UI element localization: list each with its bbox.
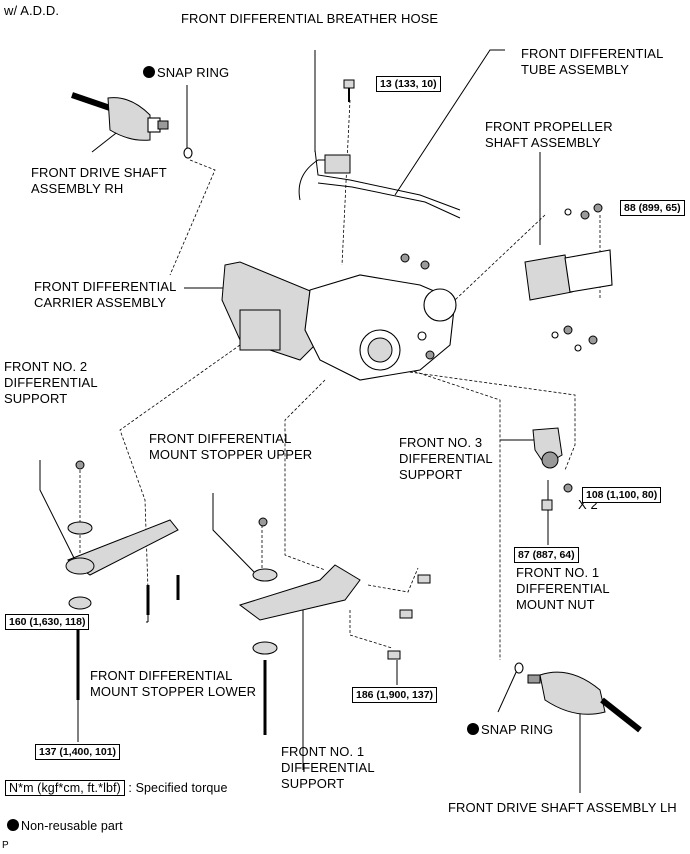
legend-unit-desc: : Specified torque [128, 781, 228, 795]
carrier-label: FRONT DIFFERENTIAL CARRIER ASSEMBLY [34, 279, 177, 310]
stopper-lower-label: FRONT DIFFERENTIAL MOUNT STOPPER LOWER [90, 668, 257, 699]
breather-hose-and-tube [298, 149, 461, 219]
torque-186: 186 (1,900, 137) [352, 687, 438, 703]
legend-unit-box: N*m (kgf*cm, ft.*lbf) [5, 780, 125, 796]
legend-torque: N*m (kgf*cm, ft.*lbf) : Specified torque [5, 780, 228, 796]
x2-label: X 2 [578, 497, 598, 512]
shaft-lh-label: FRONT DRIVE SHAFT ASSEMBLY LH [448, 800, 677, 815]
torque-160: 160 (1,630, 118) [5, 614, 90, 630]
torque-87: 87 (887, 64) [514, 547, 579, 563]
tube-assembly-label: FRONT DIFFERENTIAL TUBE ASSEMBLY [521, 46, 664, 77]
no3-support [532, 427, 573, 511]
torque-108: 108 (1,100, 80) [582, 487, 662, 503]
no1-support [238, 517, 431, 735]
torque-13: 13 (133, 10) [376, 76, 441, 92]
no2-support-label: FRONT NO. 2 DIFFERENTIAL SUPPORT [4, 359, 98, 406]
snap-ring-bottom-text: SNAP RING [481, 722, 554, 737]
torque-88: 88 (899, 65) [620, 200, 685, 216]
no1-support-label: FRONT NO. 1 DIFFERENTIAL SUPPORT [281, 744, 375, 791]
legend-nonreusable: Non-reusable part [7, 818, 123, 834]
torque-137: 137 (1,400, 101) [35, 744, 121, 760]
drive-shaft-lh [514, 662, 642, 733]
no1-mount-nut-label: FRONT NO. 1 DIFFERENTIAL MOUNT NUT [516, 565, 610, 612]
differential-carrier [221, 253, 457, 381]
propeller-shaft-flange [524, 203, 613, 352]
no2-support [65, 460, 180, 700]
legend-nonreusable-text: Non-reusable part [21, 819, 123, 833]
shaft-rh-label: FRONT DRIVE SHAFT ASSEMBLY RH [31, 165, 167, 196]
nonreusable-dot-icon [7, 819, 19, 831]
snap-ring-bottom-label: SNAP RING [467, 722, 553, 738]
no3-support-label: FRONT NO. 3 DIFFERENTIAL SUPPORT [399, 435, 493, 482]
bolt-13 [343, 79, 355, 102]
nonreusable-dot-icon [143, 66, 155, 78]
nonreusable-dot-icon [467, 723, 479, 735]
variant-label: w/ A.D.D. [4, 3, 60, 18]
breather-hose-label: FRONT DIFFERENTIAL BREATHER HOSE [181, 11, 439, 26]
stopper-upper-label: FRONT DIFFERENTIAL MOUNT STOPPER UPPER [149, 431, 313, 462]
propeller-shaft-label: FRONT PROPELLER SHAFT ASSEMBLY [485, 119, 613, 150]
snap-ring-top-label: SNAP RING [143, 65, 229, 81]
drive-shaft-rh [71, 92, 193, 159]
snap-ring-top-text: SNAP RING [157, 65, 230, 80]
figure-code: P [2, 840, 9, 851]
